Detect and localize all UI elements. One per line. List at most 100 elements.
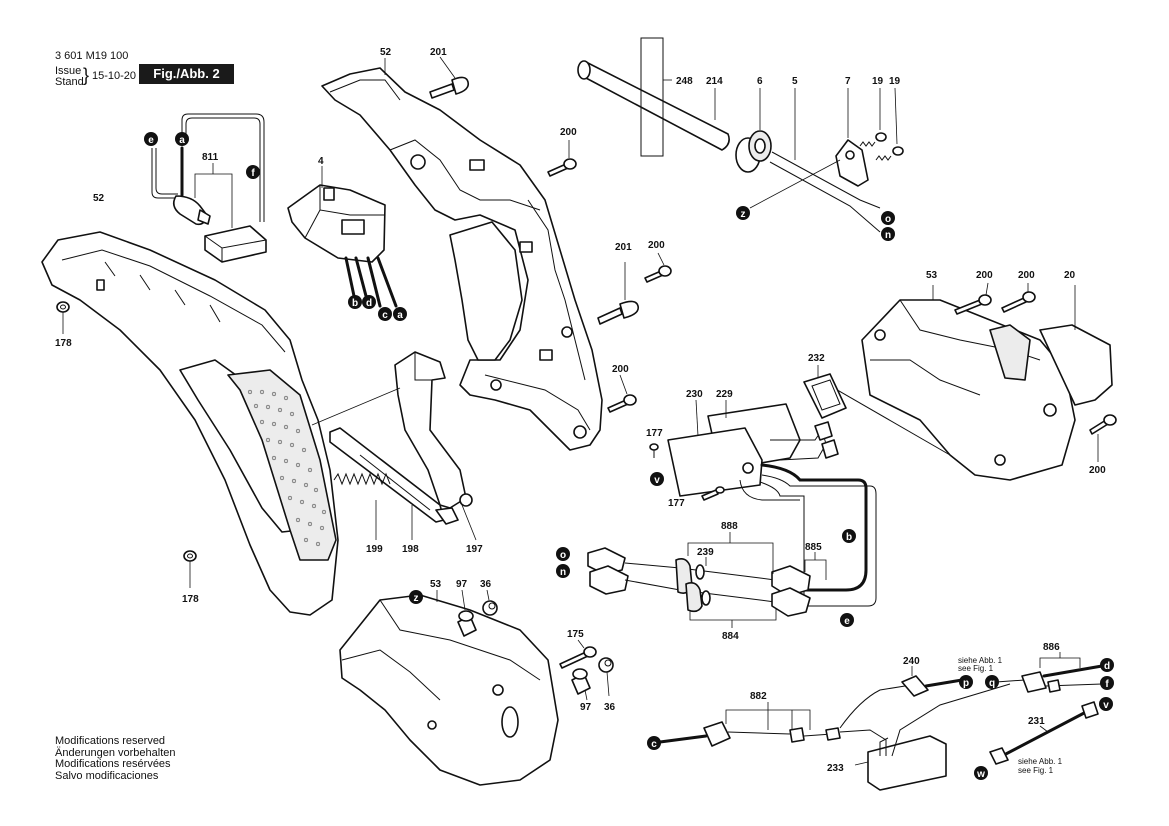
- label-231: 231: [1028, 716, 1045, 727]
- document-number: 3 601 M19 100: [55, 50, 129, 62]
- svg-text:o: o: [885, 214, 891, 225]
- note-en: Modifications reserved: [55, 735, 166, 747]
- screw-177-b: [701, 486, 725, 501]
- label-200-b: 200: [648, 240, 665, 251]
- label-52-left: 52: [93, 193, 105, 204]
- note-es: Salvo modificaciones: [55, 769, 159, 782]
- screw-200-a: [547, 140, 577, 177]
- svg-text:q: q: [989, 678, 995, 689]
- label-36-upper: 36: [480, 579, 492, 590]
- label-4: 4: [318, 156, 324, 167]
- stand-label: Stand: [55, 76, 84, 88]
- grommet-6: [735, 88, 772, 173]
- badge-d-switch: d: [362, 295, 376, 309]
- label-240: 240: [903, 656, 920, 667]
- handle-shell-left: [41, 231, 339, 616]
- label-197: 197: [466, 544, 483, 555]
- badge-a-switch: a: [393, 307, 407, 321]
- strain-relief-7: [749, 88, 869, 209]
- label-232: 232: [808, 353, 825, 364]
- badge-d-bottom: d: [1100, 658, 1114, 672]
- label-97-upper: 97: [456, 579, 468, 590]
- svg-text:w: w: [976, 769, 985, 780]
- svg-text:f: f: [1105, 679, 1109, 690]
- trigger-lever-197: [394, 351, 473, 509]
- badge-v-board: v: [650, 472, 664, 486]
- handle-slot: [96, 279, 105, 291]
- svg-text:d: d: [1104, 661, 1110, 672]
- motor-housing-53-upper: [819, 285, 1113, 481]
- motor-housing-53-lower: [339, 590, 559, 786]
- svg-text:b: b: [846, 532, 852, 543]
- label-886: 886: [1043, 642, 1060, 653]
- see-fig1-en-a: see Fig. 1: [958, 664, 994, 673]
- board-wiring: [739, 421, 877, 607]
- badge-o-top: o: [881, 211, 895, 225]
- badge-c-switch: c: [378, 307, 392, 321]
- badge-n-left: n: [556, 564, 570, 578]
- handle-frame-center: [321, 58, 603, 451]
- svg-text:e: e: [148, 135, 154, 146]
- badge-b-switch: b: [348, 295, 362, 309]
- see-fig1-de-b: siehe Abb. 1: [1018, 757, 1063, 766]
- badge-f-bottom: f: [1100, 676, 1114, 690]
- screw-200-b: [644, 252, 672, 283]
- svg-text:a: a: [397, 310, 403, 321]
- badge-e-board: e: [840, 613, 854, 627]
- spring-199: [333, 472, 391, 540]
- see-fig1-de-a: siehe Abb. 1: [958, 656, 1003, 665]
- label-20: 20: [1064, 270, 1076, 281]
- label-53-lower: 53: [430, 579, 442, 590]
- badge-e-top: e: [144, 132, 158, 146]
- label-175: 175: [567, 629, 584, 640]
- svg-text:b: b: [352, 298, 358, 309]
- label-52-top: 52: [380, 47, 392, 58]
- modification-notes: Modifications reserved Änderungen vorbeh…: [55, 735, 176, 782]
- nut-36-lower: [598, 657, 614, 697]
- bracket-884: [689, 608, 777, 628]
- screw-200-c: [607, 374, 637, 413]
- label-200-housing-a: 200: [976, 270, 993, 281]
- label-885: 885: [805, 542, 822, 553]
- label-239: 239: [697, 547, 714, 558]
- switch-232: [803, 365, 847, 419]
- tube-214: [577, 60, 730, 151]
- issue-date: 15-10-20: [92, 70, 137, 82]
- label-201-top: 201: [430, 47, 447, 58]
- label-178-upper: 178: [55, 338, 72, 349]
- label-6: 6: [757, 76, 763, 87]
- note-de: Änderungen vorbehalten: [55, 746, 176, 759]
- connector-housing-left: [587, 547, 629, 595]
- svg-text:n: n: [560, 567, 566, 578]
- badge-z-lower: z: [409, 590, 423, 604]
- label-198: 198: [402, 544, 419, 555]
- label-882: 882: [750, 691, 767, 702]
- screw-200-housing-b: [1001, 283, 1036, 313]
- label-201-right: 201: [615, 242, 632, 253]
- badge-o-left: o: [556, 547, 570, 561]
- bracket-885: [804, 552, 827, 580]
- label-5: 5: [792, 76, 798, 87]
- sleeve-248: [640, 37, 672, 157]
- screws-19: [859, 87, 904, 161]
- label-884: 884: [722, 631, 739, 642]
- label-177-b: 177: [668, 498, 685, 509]
- label-214: 214: [706, 76, 723, 87]
- connector-886: [995, 652, 1104, 693]
- badge-f-top: f: [246, 165, 260, 179]
- label-19-a: 19: [872, 76, 884, 87]
- badge-n-top: n: [881, 227, 895, 241]
- connector-240: [901, 666, 964, 697]
- label-811: 811: [202, 152, 219, 163]
- leader-197: [459, 499, 477, 541]
- electronics-board-230: [667, 399, 763, 497]
- module-233: [839, 683, 1011, 791]
- svg-text:e: e: [844, 616, 850, 627]
- screw-200-housing-a: [954, 282, 992, 315]
- badge-p: p: [959, 675, 973, 689]
- screw-175: [559, 639, 597, 669]
- label-200-c: 200: [612, 364, 629, 375]
- label-200-housing-b: 200: [1018, 270, 1035, 281]
- nut-178-lower: [183, 550, 197, 588]
